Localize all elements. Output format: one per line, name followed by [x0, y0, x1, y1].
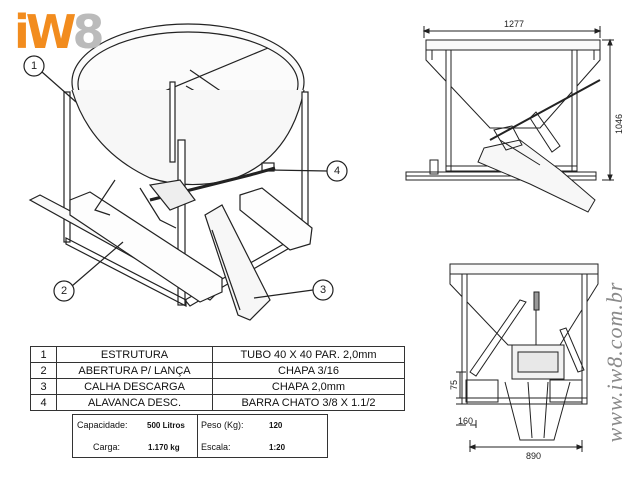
- front-chute: [504, 381, 571, 441]
- front-hopper-cone: [449, 274, 599, 346]
- side-view: [405, 26, 614, 213]
- part-number: 4: [30, 394, 57, 411]
- brand-logo: iW8: [14, 5, 114, 59]
- callout-label-4: 4: [334, 165, 341, 177]
- load-label: Carga:: [93, 442, 121, 452]
- callout-2: [53, 241, 124, 302]
- parts-table: 1 ESTRUTURA TUBO 40 X 40 PAR. 2,0mm 2 AB…: [30, 346, 405, 411]
- dimension-width-top: 1277: [504, 19, 525, 29]
- side-frame-right-post: [571, 49, 578, 181]
- fork-channel-right: [239, 187, 313, 251]
- table-row: 3 CALHA DESCARGA CHAPA 2,0mm: [30, 378, 405, 395]
- scale-label: Escala:: [201, 442, 231, 452]
- frame-post-front: [177, 139, 186, 306]
- capacity-value: 500 Litros: [147, 421, 185, 430]
- frame-post-left: [63, 91, 71, 243]
- side-frame-left-post: [445, 49, 452, 181]
- base-rail-left: [65, 237, 187, 307]
- isometric-view: [23, 23, 348, 321]
- table-row: 4 ALAVANCA DESC. BARRA CHATO 3/8 X 1.1/2: [30, 394, 405, 411]
- part-description: ALAVANCA DESC.: [56, 394, 213, 411]
- callout-1: [23, 55, 77, 103]
- load-value: 1.170 kg: [148, 443, 180, 452]
- scale-value: 1:20: [269, 443, 286, 452]
- part-number: 3: [30, 378, 57, 395]
- side-hopper-cone: [425, 50, 601, 129]
- callout-4: [269, 160, 348, 182]
- part-spec: TUBO 40 X 40 PAR. 2,0mm: [212, 346, 405, 363]
- part-spec: CHAPA 2,0mm: [212, 378, 405, 395]
- callout-3: [253, 279, 334, 301]
- dimension-height-side: 1046: [614, 113, 624, 134]
- front-hopper-top: [449, 263, 599, 275]
- fork-channel-left: [69, 191, 223, 303]
- capacity-label: Capacidade:: [77, 420, 128, 430]
- part-number: 2: [30, 362, 57, 379]
- table-row: 2 ABERTURA P/ LANÇA CHAPA 3/16: [30, 362, 405, 379]
- part-description: CALHA DESCARGA: [56, 378, 213, 395]
- part-spec: CHAPA 3/16: [212, 362, 405, 379]
- front-view: [449, 263, 599, 452]
- hopper-cone: [71, 89, 305, 186]
- weight-value: 120: [269, 421, 283, 430]
- watermark-text: www.iw8.com.br: [602, 281, 627, 443]
- logo-text-part2: 8: [72, 5, 105, 59]
- part-number: 1: [30, 346, 57, 363]
- part-spec: BARRA CHATO 3/8 X 1.1/2: [212, 394, 405, 411]
- part-description: ABERTURA P/ LANÇA: [56, 362, 213, 379]
- specs-box: Capacidade: 500 Litros Peso (Kg): 120 Ca…: [72, 414, 328, 458]
- discharge-chute: [204, 204, 271, 321]
- side-lever: [489, 79, 601, 141]
- dimension-small-height: 75: [449, 379, 459, 390]
- frame-post-right: [301, 91, 309, 233]
- table-row: 1 ESTRUTURA TUBO 40 X 40 PAR. 2,0mm: [30, 346, 405, 363]
- part-description: ESTRUTURA: [56, 346, 213, 363]
- dimension-base-height: 160: [458, 416, 474, 426]
- callout-label-1: 1: [31, 60, 38, 72]
- side-chute: [477, 139, 596, 213]
- weight-label: Peso (Kg):: [201, 420, 244, 430]
- callout-label-3: 3: [320, 284, 327, 296]
- callout-label-2: 2: [61, 285, 68, 297]
- side-hopper-top: [425, 39, 601, 51]
- dimension-bottom-width: 890: [526, 451, 542, 461]
- watermark: www.iw8.com.br: [595, 262, 635, 462]
- logo-text-part1: iW: [14, 5, 76, 59]
- front-frame-right-post: [581, 273, 588, 405]
